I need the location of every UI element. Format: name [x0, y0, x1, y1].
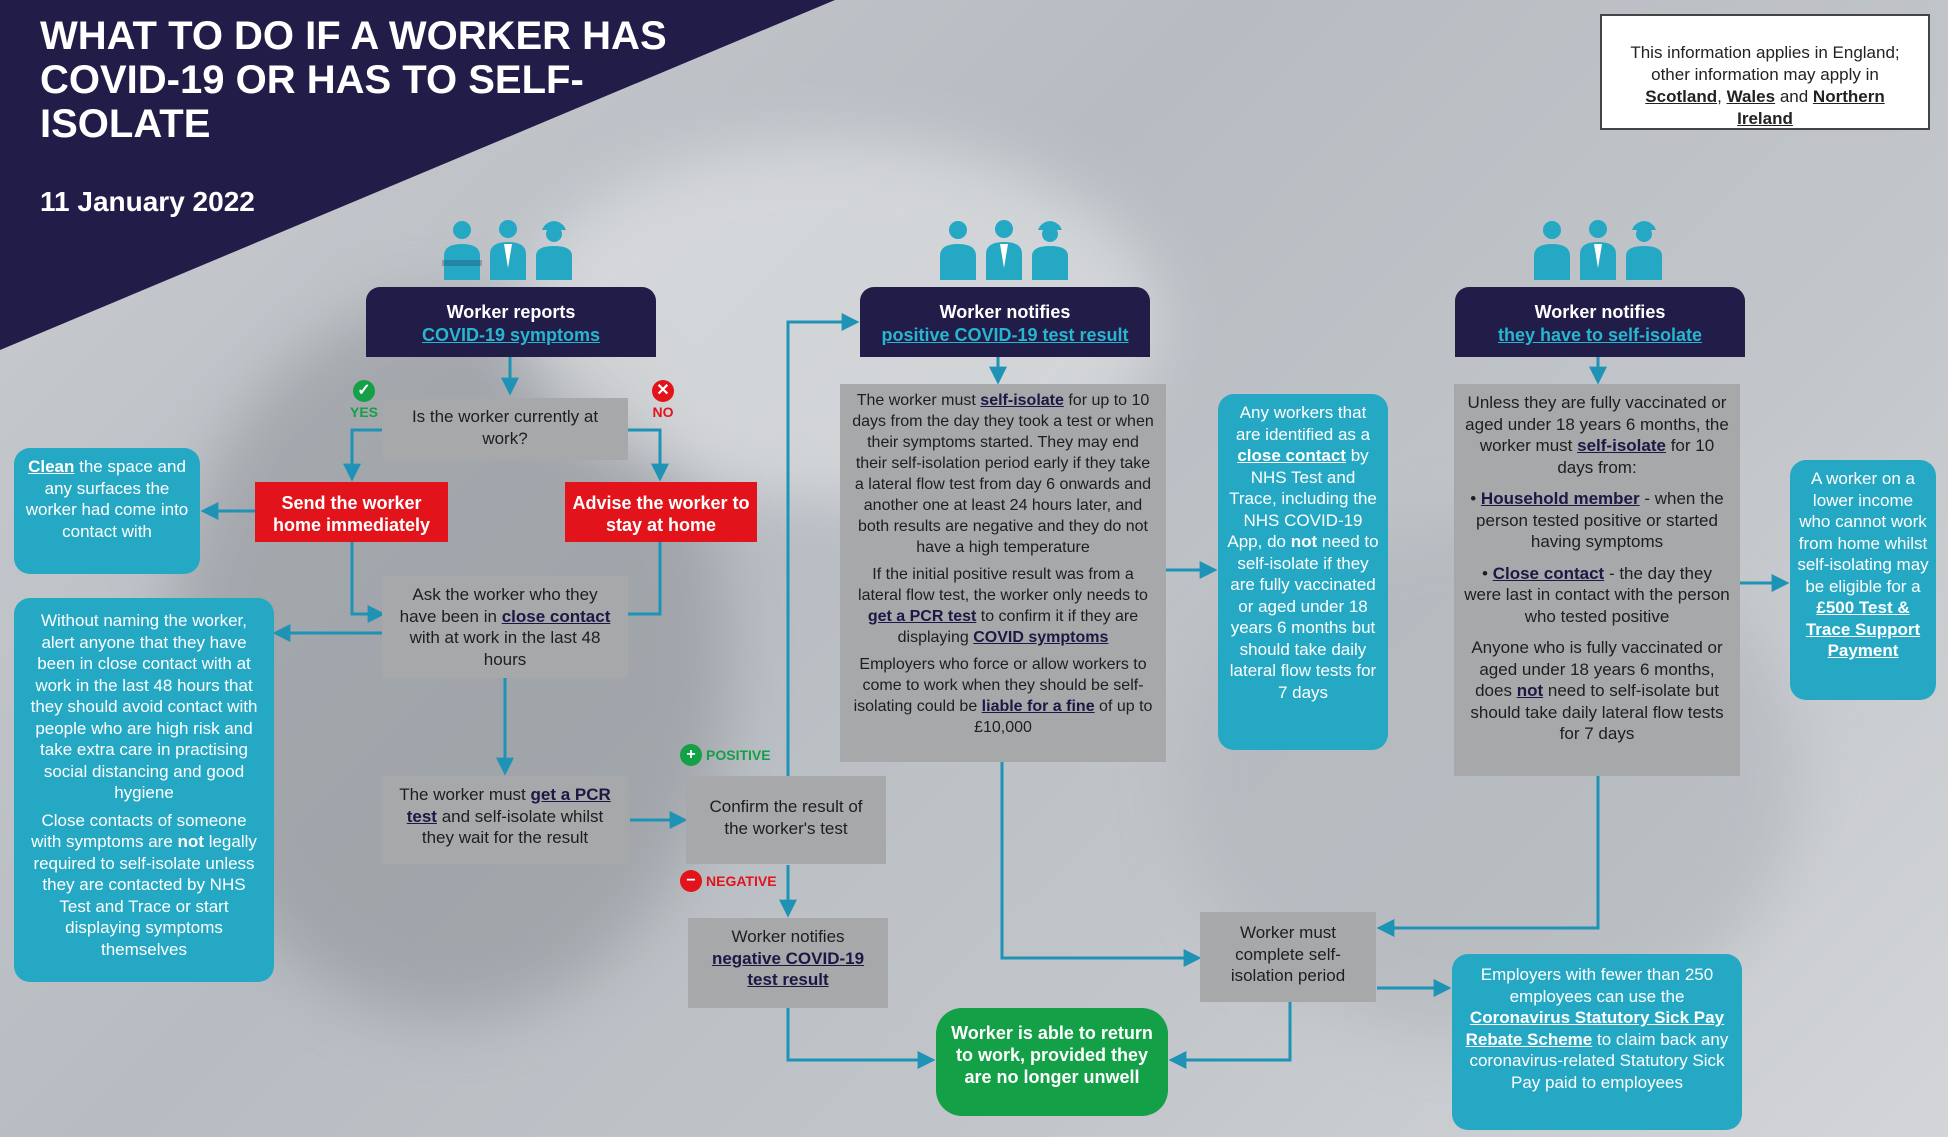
- symptoms-header: Worker reports COVID-19 symptoms: [366, 287, 656, 357]
- clean-box: Clean the space and any surfaces the wor…: [14, 448, 200, 574]
- minus-icon: −: [680, 870, 702, 892]
- alert-contacts-box: Without naming the worker, alert anyone …: [14, 598, 274, 982]
- page-title: WHAT TO DO IF A WORKER HAS COVID-19 OR H…: [40, 14, 667, 146]
- get-pcr-test-link[interactable]: get a PCR test: [867, 608, 977, 625]
- region-notice: This information applies in England; oth…: [1600, 14, 1930, 130]
- advise-home-box: Advise the worker to stay at home: [565, 482, 757, 542]
- clean-link[interactable]: Clean: [28, 457, 75, 476]
- return-to-work-box: Worker is able to return to work, provid…: [936, 1008, 1168, 1116]
- pcr-test-box: The worker must get a PCR test and self-…: [382, 776, 628, 864]
- household-member-link[interactable]: Household member: [1480, 489, 1640, 508]
- check-icon: ✓: [353, 380, 375, 402]
- positive-result-header: Worker notifies positive COVID-19 test r…: [860, 287, 1150, 357]
- positive-test-result-link[interactable]: positive COVID-19 test result: [881, 325, 1129, 345]
- positive-badge: + POSITIVE: [680, 744, 771, 766]
- have-to-self-isolate-link[interactable]: they have to self-isolate: [1497, 325, 1703, 345]
- close-contacts-info-box: Any workers that are identified as a clo…: [1218, 394, 1388, 750]
- cross-icon: ✕: [652, 380, 674, 402]
- complete-isolation-box: Worker must complete self-isolation peri…: [1200, 912, 1376, 1002]
- support-payment-link[interactable]: £500 Test & Trace Support Payment: [1805, 598, 1921, 660]
- covid-symptoms-link[interactable]: COVID symptoms: [973, 629, 1109, 646]
- at-work-question: Is the worker currently at work?: [382, 398, 628, 460]
- wales-link[interactable]: Wales: [1726, 87, 1776, 106]
- northern-ireland-link[interactable]: Northern Ireland: [1737, 87, 1885, 128]
- sick-pay-rebate-box: Employers with fewer than 250 employees …: [1452, 954, 1742, 1130]
- ask-close-contact-box: Ask the worker who they have been in clo…: [382, 576, 628, 678]
- self-isolate-header: Worker notifies they have to self-isolat…: [1455, 287, 1745, 357]
- close-contact-link[interactable]: close contact: [1237, 446, 1346, 465]
- get-pcr-test-link[interactable]: get a PCR test: [406, 785, 611, 826]
- negative-test-result-link[interactable]: negative COVID-19 test result: [711, 948, 865, 990]
- date: 11 January 2022: [40, 186, 255, 217]
- no-badge: ✕ NO: [652, 380, 674, 420]
- send-home-box: Send the worker home immediately: [255, 482, 448, 542]
- yes-badge: ✓ YES: [350, 380, 379, 420]
- close-contact-link[interactable]: close contact: [501, 606, 611, 626]
- close-contact-link[interactable]: Close contact: [1492, 563, 1605, 583]
- workers-icon: [1534, 220, 1662, 280]
- positive-guidance-box: The worker must self-isolate for up to 1…: [840, 384, 1166, 762]
- self-isolate-link[interactable]: self-isolate: [980, 392, 1064, 409]
- confirm-result-box: Confirm the result of the worker's test: [686, 776, 886, 864]
- support-payment-box: A worker on a lower income who cannot wo…: [1790, 460, 1936, 700]
- negative-result-box: Worker notifies negative COVID-19 test r…: [688, 918, 888, 1008]
- workers-icon: [442, 220, 572, 280]
- self-isolate-link[interactable]: self-isolate: [1577, 436, 1666, 455]
- liable-for-fine-link[interactable]: liable for a fine: [981, 698, 1095, 715]
- workers-icon: [940, 220, 1068, 280]
- covid-symptoms-link[interactable]: COVID-19 symptoms: [421, 325, 601, 345]
- negative-badge: − NEGATIVE: [680, 870, 777, 892]
- self-isolate-guidance-box: Unless they are fully vaccinated or aged…: [1454, 384, 1740, 776]
- sick-pay-rebate-link[interactable]: Coronavirus Statutory Sick Pay Rebate Sc…: [1465, 1008, 1725, 1049]
- scotland-link[interactable]: Scotland: [1645, 87, 1718, 106]
- plus-icon: +: [680, 744, 702, 766]
